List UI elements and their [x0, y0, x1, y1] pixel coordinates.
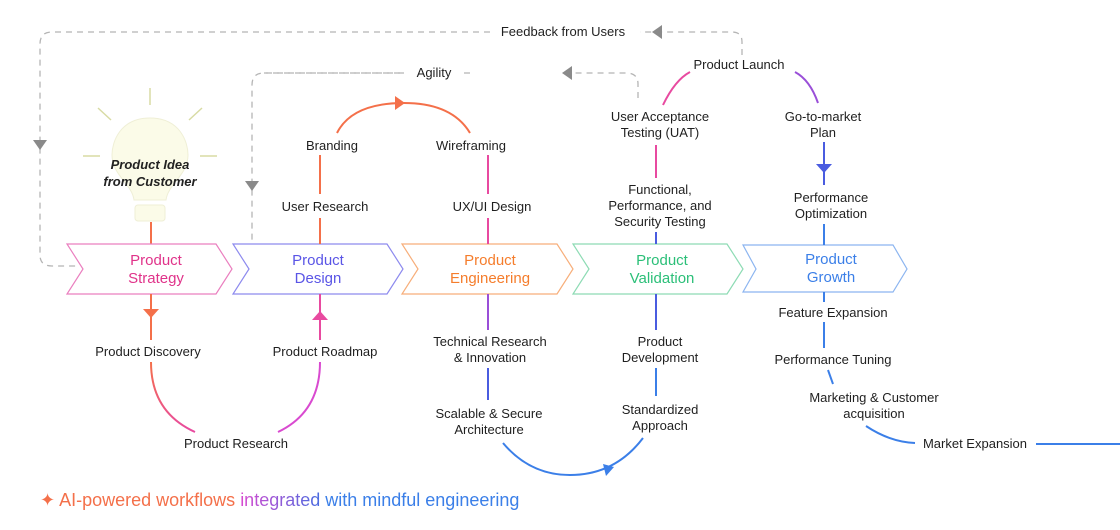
scalable-label-2: Architecture — [454, 422, 523, 437]
design-engineering-loop: Branding Wireframing User Research UX/UI… — [282, 96, 532, 244]
engineering-validation-loop: Technical Research & Innovation Scalable… — [433, 294, 699, 477]
stage-product-growth[interactable]: Product Growth — [741, 244, 908, 293]
stage-label-line2: Design — [295, 270, 342, 287]
wireframing-label: Wireframing — [436, 138, 506, 153]
tech-research-label-2: & Innovation — [454, 350, 526, 365]
growth-expansion-path: Feature Expansion Performance Tuning Mar… — [774, 292, 1120, 451]
tech-research-label-1: Technical Research — [433, 334, 546, 349]
lightbulb-icon: Product Idea from Customer — [83, 88, 217, 222]
gtm-label-2: Plan — [810, 125, 836, 140]
feedback-loop-outer: Feedback from Users — [33, 24, 743, 267]
perf-opt-label-2: Optimization — [795, 206, 867, 221]
branding-label: Branding — [306, 138, 358, 153]
product-dev-label-2: Development — [622, 350, 699, 365]
product-launch-label: Product Launch — [693, 57, 784, 72]
gtm-label-1: Go-to-market — [785, 109, 862, 124]
stage-label-line1: Product — [636, 252, 689, 269]
sparkle-icon: ✦ — [40, 490, 56, 510]
standardized-label-1: Standardized — [622, 402, 699, 417]
functional-label-2: Performance, and — [608, 198, 711, 213]
product-discovery-label: Product Discovery — [95, 344, 201, 359]
functional-label-1: Functional, — [628, 182, 692, 197]
marketing-label-1: Marketing & Customer — [809, 390, 939, 405]
validation-growth-loop: User Acceptance Testing (UAT) Product La… — [608, 57, 868, 245]
uat-label-2: Testing (UAT) — [621, 125, 700, 140]
stage-product-design[interactable]: Product Design — [231, 243, 404, 295]
product-dev-label-1: Product — [638, 334, 683, 349]
scalable-label-1: Scalable & Secure — [436, 406, 543, 421]
stage-label-line1: Product — [464, 252, 517, 269]
ux-ui-design-label: UX/UI Design — [453, 199, 532, 214]
idea-line1: Product Idea — [111, 157, 190, 172]
feature-expansion-label: Feature Expansion — [778, 305, 887, 320]
stage-label-line2: Growth — [807, 269, 855, 286]
tagline-part3: with mindful engineering — [320, 490, 520, 510]
tagline-part1: AI-powered workflows — [59, 490, 241, 510]
arrow-left-icon — [562, 66, 572, 80]
arrow-down-icon — [245, 181, 259, 191]
arrow-right-icon — [395, 96, 405, 110]
agility-label: Agility — [417, 65, 452, 80]
stage-label-line2: Validation — [630, 270, 695, 287]
stage-product-validation[interactable]: Product Validation — [571, 243, 744, 295]
stage-label-line1: Product — [292, 252, 345, 269]
feedback-loop-agility: Agility — [245, 62, 639, 244]
stage-label-line2: Strategy — [128, 270, 184, 287]
arrow-down-icon — [143, 309, 159, 318]
perf-opt-label-1: Performance — [794, 190, 868, 205]
tagline: ✦ AI-powered workflows integrated with m… — [40, 490, 519, 511]
arrow-up-icon — [312, 311, 328, 320]
strategy-design-loop: Product Discovery Product Research Produ… — [95, 294, 377, 451]
stage-product-strategy[interactable]: Product Strategy — [65, 243, 233, 295]
stage-label-line1: Product — [805, 251, 858, 268]
feedback-from-users-label: Feedback from Users — [501, 24, 626, 39]
arrow-left-icon — [652, 25, 662, 39]
product-roadmap-label: Product Roadmap — [273, 344, 378, 359]
marketing-label-2: acquisition — [843, 406, 904, 421]
arrow-down-icon — [816, 164, 832, 173]
idea-line2: from Customer — [103, 174, 197, 189]
arrow-down-icon — [33, 140, 47, 150]
standardized-label-2: Approach — [632, 418, 688, 433]
market-expansion-label: Market Expansion — [923, 436, 1027, 451]
arrow-right-icon — [603, 464, 614, 476]
performance-tuning-label: Performance Tuning — [774, 352, 891, 367]
stage-label-line2: Engineering — [450, 270, 530, 287]
product-research-label: Product Research — [184, 436, 288, 451]
uat-label-1: User Acceptance — [611, 109, 709, 124]
functional-label-3: Security Testing — [614, 214, 706, 229]
tagline-part2: integrated — [240, 490, 321, 510]
stage-product-engineering[interactable]: Product Engineering — [400, 243, 574, 295]
user-research-label: User Research — [282, 199, 369, 214]
stage-label-line1: Product — [130, 252, 183, 269]
